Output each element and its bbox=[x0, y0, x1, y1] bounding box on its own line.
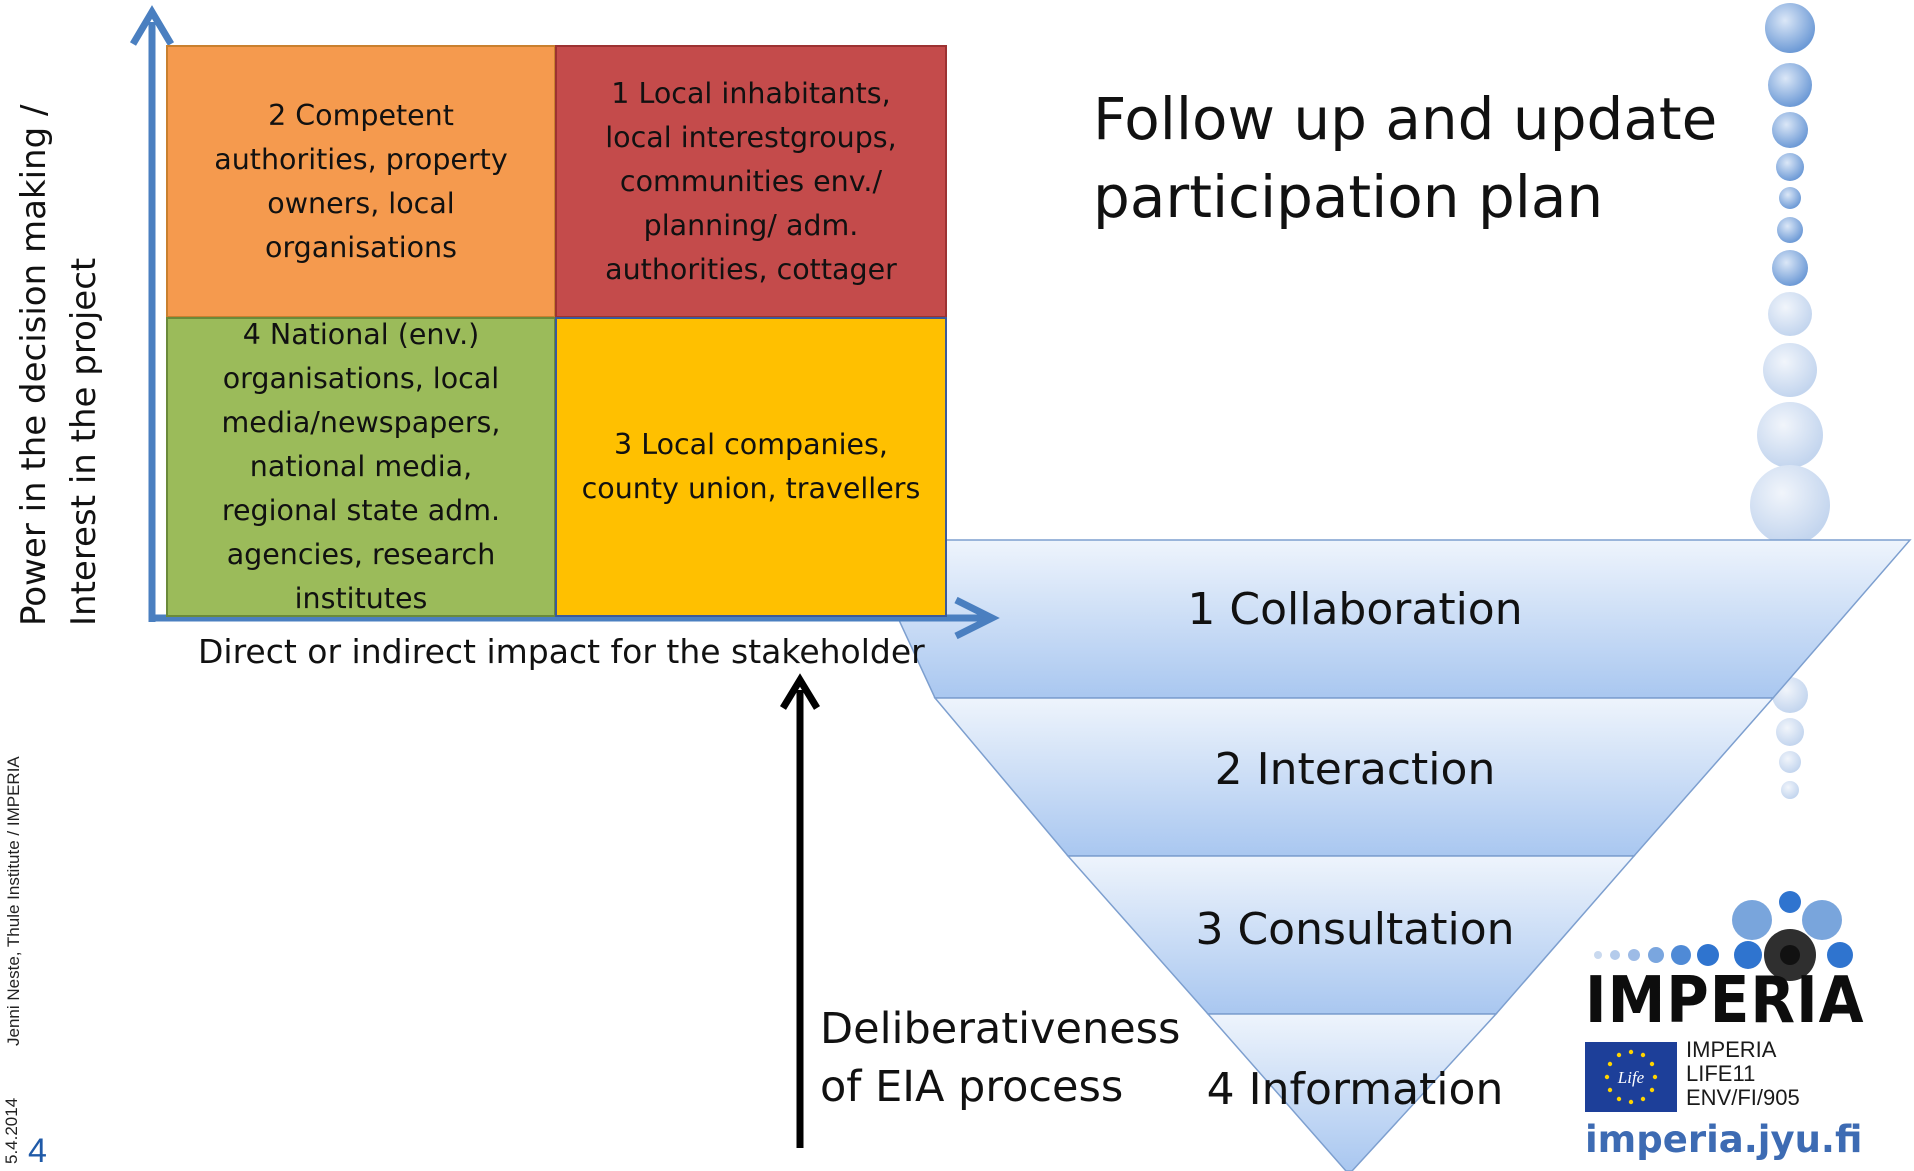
logo-dots bbox=[1594, 891, 1853, 981]
title-line: participation plan bbox=[1093, 163, 1604, 231]
footer-author: Jenni Neste, Thule Institute / IMPERIA bbox=[4, 756, 23, 1046]
matrix-axes bbox=[129, 5, 1000, 640]
arrow-caption-line: of EIA process bbox=[820, 1062, 1124, 1112]
decorative-dots bbox=[1750, 3, 1830, 799]
logo-project-info: IMPERIA LIFE11 ENV/FI/905 bbox=[1686, 1038, 1800, 1110]
pyramid-level-interaction: 2 Interaction bbox=[1214, 744, 1496, 795]
eu-life-flag-icon: Life bbox=[1585, 1042, 1677, 1112]
deliberativeness-arrow bbox=[780, 673, 820, 1148]
quadrant-line: owners, local bbox=[267, 186, 455, 220]
quadrant-line: national media, bbox=[249, 450, 473, 483]
footer-date: 5.4.2014 bbox=[2, 1097, 21, 1164]
quadrant-line: 4 National (env.) bbox=[242, 318, 480, 351]
arrow-caption-line: Deliberativeness bbox=[820, 1004, 1181, 1054]
logo-line: ENV/FI/905 bbox=[1686, 1085, 1800, 1110]
quadrant-line: institutes bbox=[294, 582, 428, 615]
quadrant-local-companies: 3 Local companies, county union, travell… bbox=[555, 317, 947, 617]
slide-title: Follow up and update participation plan bbox=[1093, 80, 1717, 236]
quadrant-competent-authorities: 2 Competent authorities, property owners… bbox=[166, 45, 556, 318]
quadrant-line: local interestgroups, bbox=[605, 120, 897, 154]
quadrant-line: media/newspapers, bbox=[221, 406, 501, 439]
quadrant-line: 1 Local inhabitants, bbox=[611, 76, 891, 110]
quadrant-line: agencies, research bbox=[226, 538, 496, 571]
pyramid-level-collaboration: 1 Collaboration bbox=[1187, 584, 1523, 635]
x-axis-label: Direct or indirect impact for the stakeh… bbox=[198, 632, 925, 671]
y-axis-label-power: Power in the decision making / bbox=[14, 104, 54, 626]
arrow-caption: Deliberativeness of EIA process bbox=[820, 1000, 1180, 1116]
pyramid-level-consultation: 3 Consultation bbox=[1195, 904, 1515, 955]
quadrant-line: authorities, property bbox=[214, 142, 508, 176]
title-line: Follow up and update bbox=[1093, 85, 1718, 153]
y-axis-label-interest: Interest in the project bbox=[64, 257, 104, 626]
pyramid-band-4 bbox=[1206, 1013, 1498, 1171]
quadrant-line: 2 Competent bbox=[268, 98, 454, 132]
quadrant-line: organisations bbox=[265, 230, 457, 264]
logo-line: IMPERIA bbox=[1686, 1037, 1777, 1062]
quadrant-line: 3 Local companies, bbox=[614, 428, 888, 461]
flag-text: Life bbox=[1617, 1068, 1645, 1087]
quadrant-line: communities env./ bbox=[619, 164, 883, 198]
quadrant-line: planning/ adm. bbox=[643, 208, 859, 242]
imperia-url-link[interactable]: imperia.jyu.fi bbox=[1585, 1118, 1863, 1161]
logo-line: LIFE11 bbox=[1686, 1061, 1756, 1086]
quadrant-line: regional state adm. bbox=[221, 494, 501, 527]
quadrant-line: authorities, cottager bbox=[605, 252, 897, 286]
quadrant-local-inhabitants: 1 Local inhabitants, local interestgroup… bbox=[555, 45, 947, 318]
quadrant-national-organisations: 4 National (env.) organisations, local m… bbox=[166, 317, 556, 617]
imperia-logo-wordmark: IMPERIA bbox=[1585, 962, 1865, 1038]
pyramid-level-information: 4 Information bbox=[1206, 1064, 1504, 1115]
quadrant-line: organisations, local bbox=[222, 362, 500, 395]
page-number: 4 bbox=[28, 1132, 47, 1170]
quadrant-line: county union, travellers bbox=[581, 472, 921, 505]
pyramid bbox=[860, 539, 1912, 1171]
